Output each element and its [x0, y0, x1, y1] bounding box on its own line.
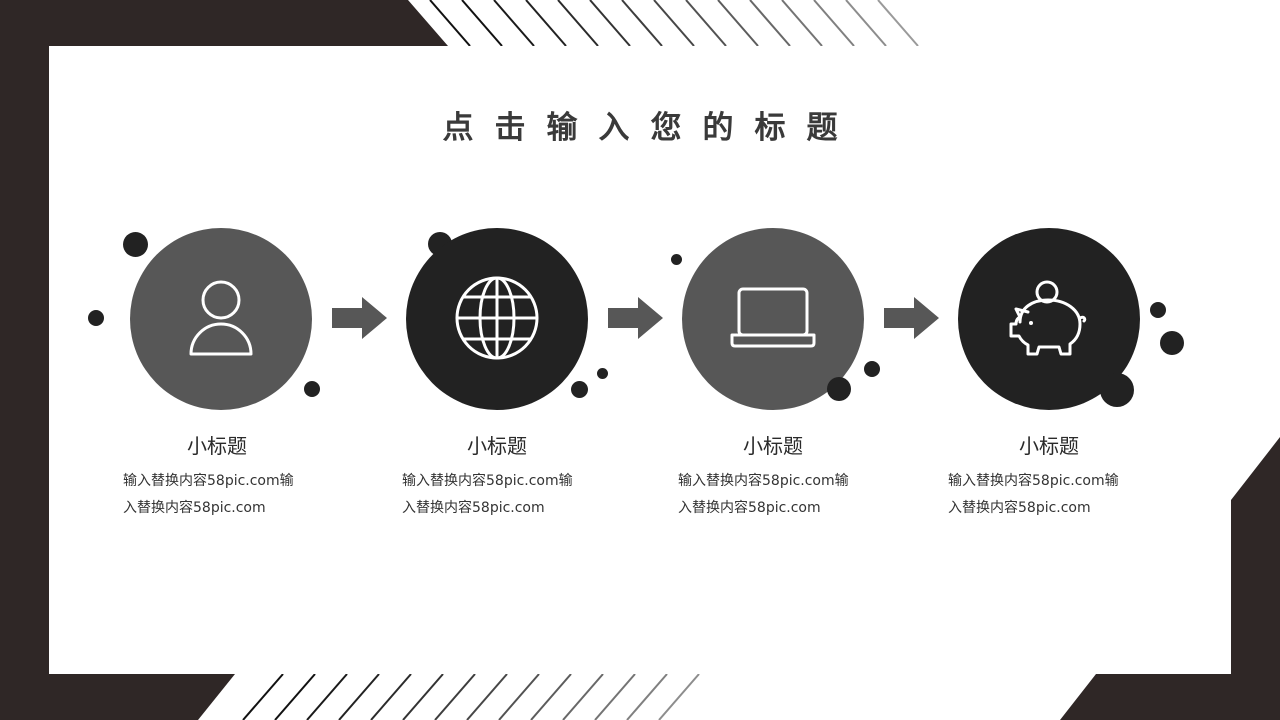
decor-dot	[88, 310, 104, 326]
arrow-right-icon	[608, 297, 663, 339]
decor-dot	[597, 368, 608, 379]
description-line: 入替换内容58pic.com	[402, 500, 545, 516]
step-1-circle[interactable]	[130, 228, 312, 410]
decor-dot	[571, 381, 588, 398]
description-line: 入替换内容58pic.com	[678, 500, 821, 516]
description-line: 输入替换内容58pic.com输	[678, 473, 849, 489]
decor-dot	[671, 254, 682, 265]
decor-dot	[1160, 331, 1184, 355]
decor-dot	[1100, 373, 1134, 407]
step-4-subtitle[interactable]: 小标题	[1019, 434, 1079, 458]
decor-dot	[827, 377, 851, 401]
globe-icon	[455, 276, 539, 360]
step-1-subtitle[interactable]: 小标题	[187, 434, 247, 458]
decor-dot	[864, 361, 880, 377]
dark-frame-bottom-right	[1060, 437, 1280, 720]
step-2-subtitle[interactable]: 小标题	[467, 434, 527, 458]
step-3-description[interactable]: 输入替换内容58pic.com输 入替换内容58pic.com	[678, 468, 868, 522]
dark-frame-bottom-left	[0, 674, 235, 720]
decor-dot	[304, 381, 320, 397]
decor-dot	[123, 232, 148, 257]
step-1-description[interactable]: 输入替换内容58pic.com输 入替换内容58pic.com	[123, 468, 313, 522]
step-4-description[interactable]: 输入替换内容58pic.com输 入替换内容58pic.com	[948, 468, 1138, 522]
arrow-right-icon	[332, 297, 387, 339]
description-line: 输入替换内容58pic.com输	[402, 473, 573, 489]
dark-frame-top-left	[0, 0, 448, 674]
step-2-description[interactable]: 输入替换内容58pic.com输 入替换内容58pic.com	[402, 468, 592, 522]
description-line: 输入替换内容58pic.com输	[123, 473, 294, 489]
step-3-subtitle[interactable]: 小标题	[743, 434, 803, 458]
arrow-right-icon	[884, 297, 939, 339]
description-line: 入替换内容58pic.com	[123, 500, 266, 516]
step-2-circle[interactable]	[406, 228, 588, 410]
laptop-icon	[730, 287, 816, 348]
piggy-bank-icon	[1009, 280, 1087, 356]
top-stripes	[429, 0, 919, 47]
decor-dot	[1150, 302, 1166, 318]
bottom-stripes	[242, 673, 700, 720]
page-title[interactable]: 点击输入您的标题	[442, 110, 859, 146]
user-icon	[189, 280, 253, 356]
description-line: 入替换内容58pic.com	[948, 500, 1091, 516]
description-line: 输入替换内容58pic.com输	[948, 473, 1119, 489]
